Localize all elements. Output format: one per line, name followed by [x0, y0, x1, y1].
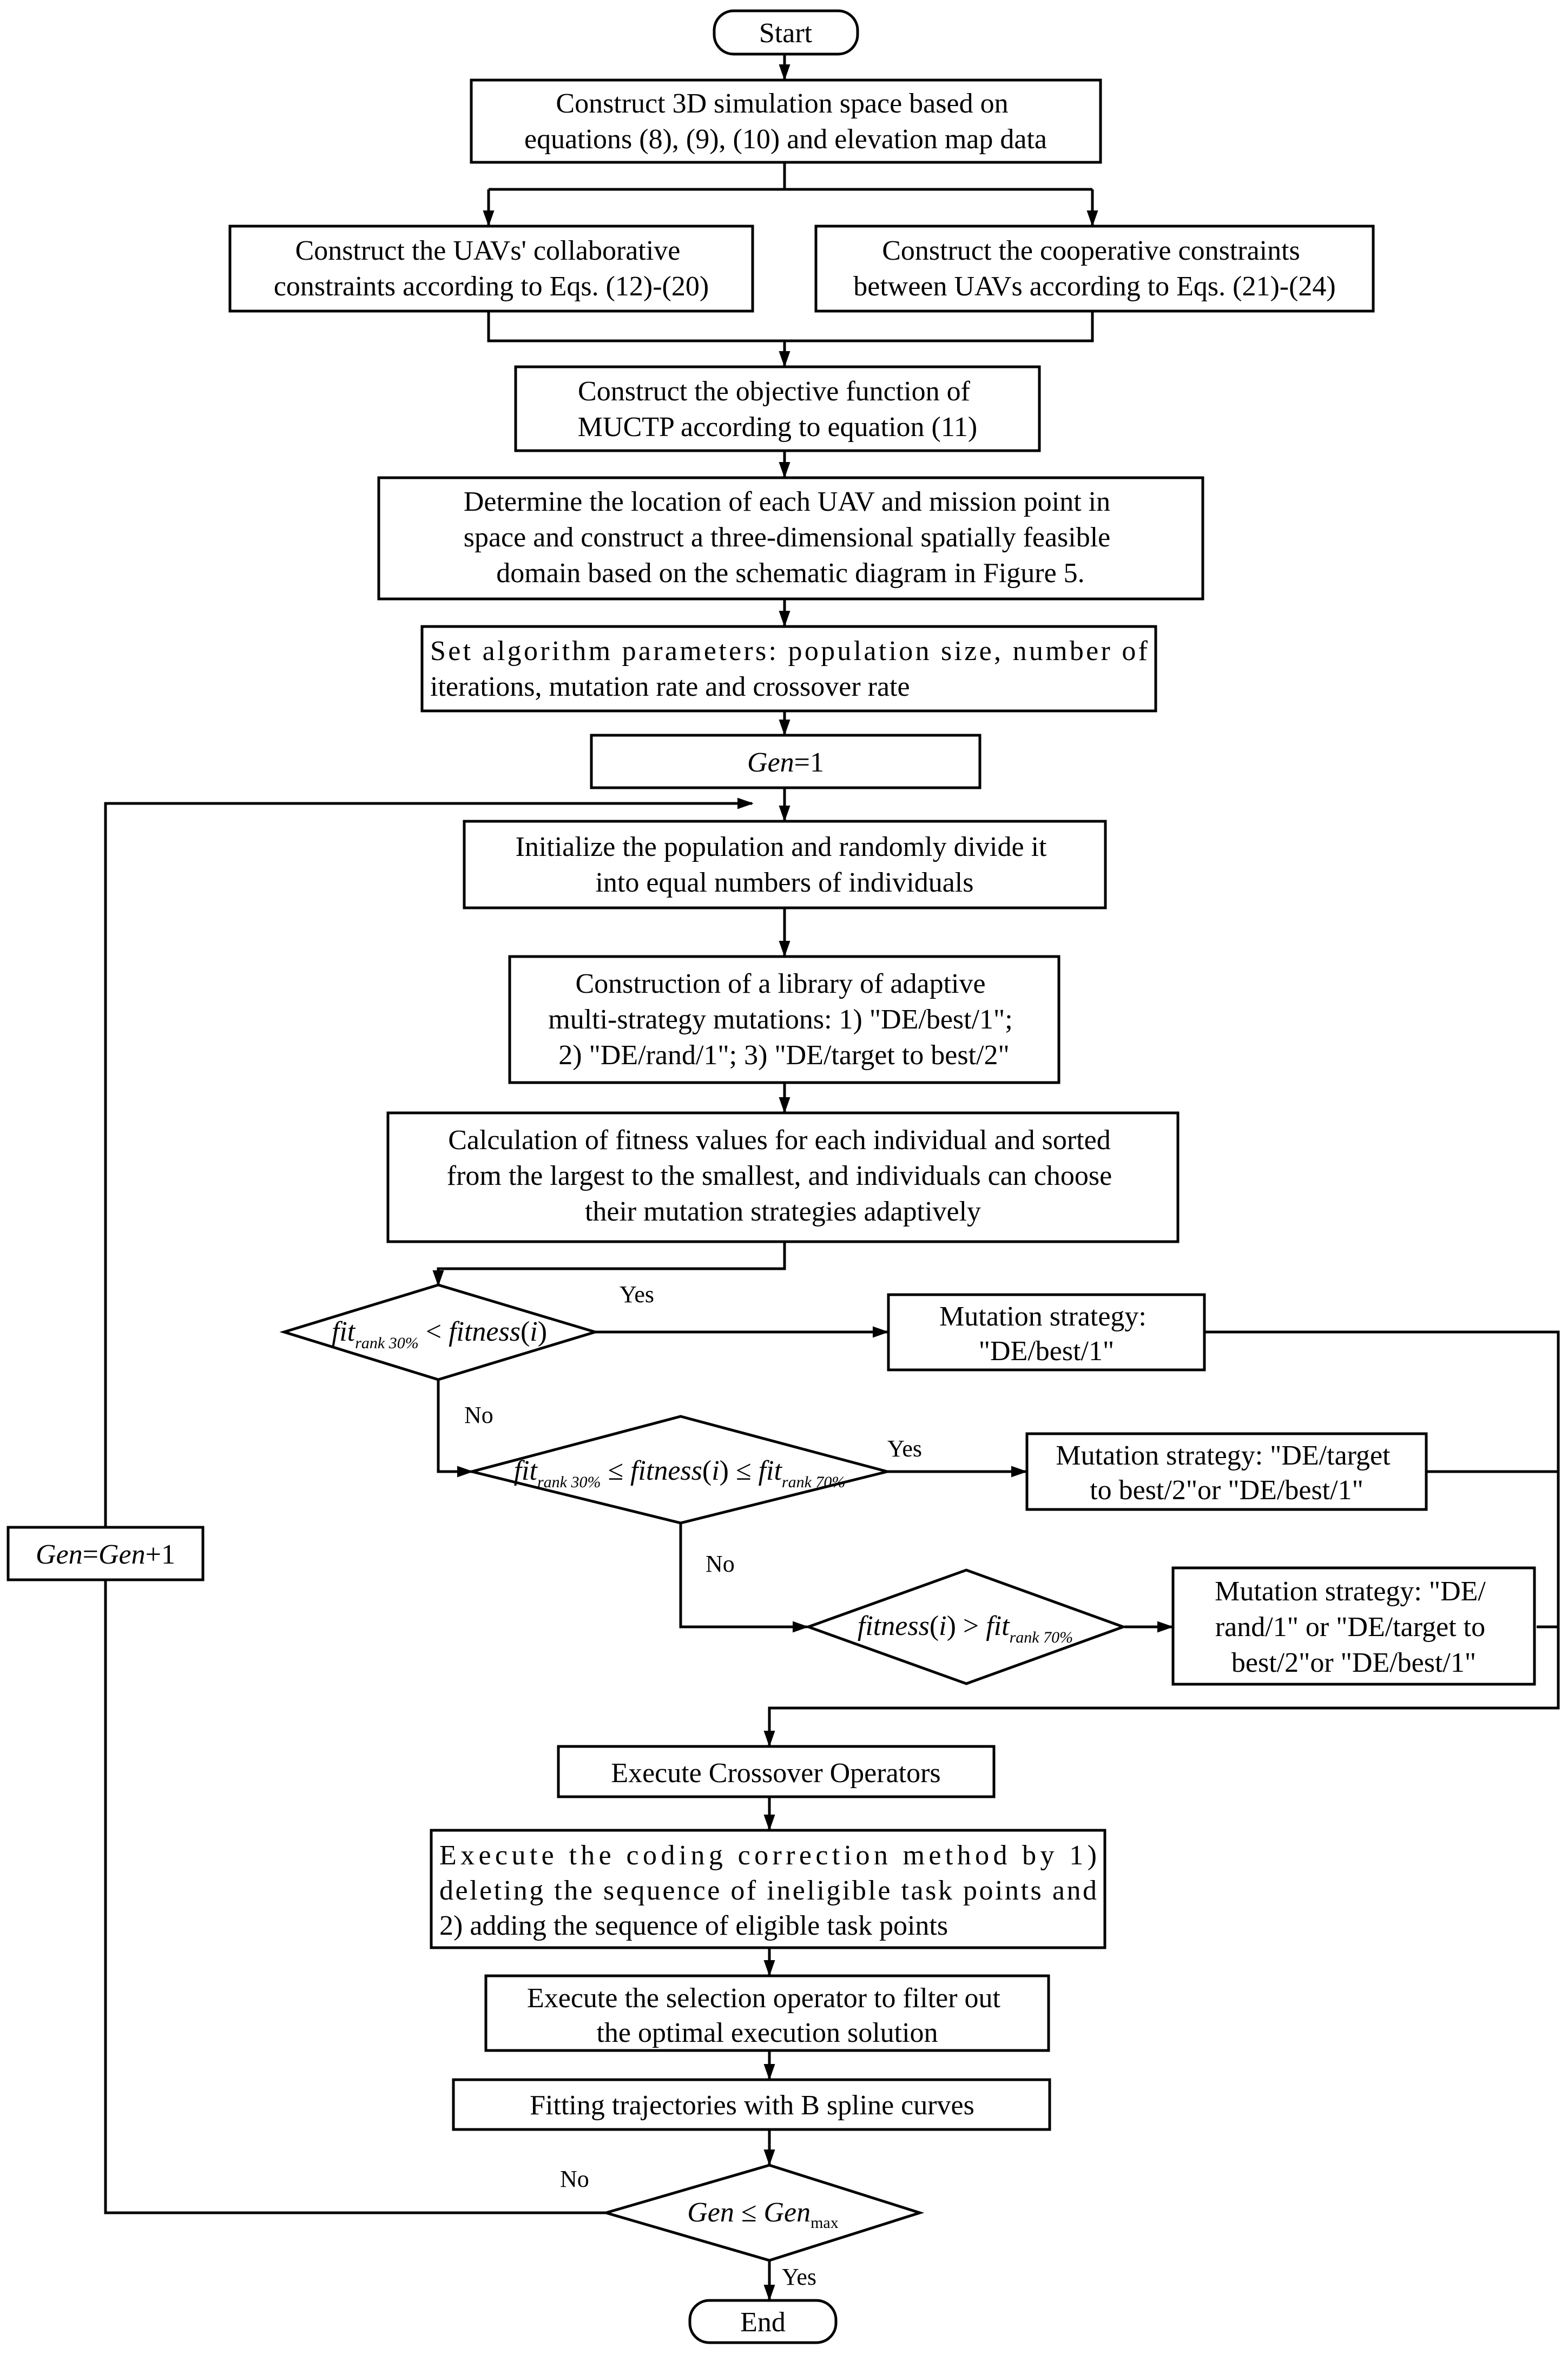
svg-text:Gen=1: Gen=1 — [747, 747, 824, 778]
svg-text:Initialize the population and: Initialize the population and randomly d… — [516, 832, 1054, 898]
svg-text:Mutation strategy: "DE/b: Mutation strategy: "DE/best/1" — [939, 1301, 1154, 1367]
node-objective: Construct the objective function of MUCT… — [514, 365, 1041, 452]
node-gen-init: Gen=1 — [590, 734, 981, 789]
svg-text:Mutation strategy: "DE/target: Mutation strategy: "DE/target to best/2"… — [1056, 1440, 1397, 1506]
node-space: Construct 3D simulation space based on e… — [470, 78, 1102, 164]
edge-labels: Yes No Yes No No Yes — [464, 1281, 922, 2290]
decision-d2: fitrank 30% ≤ fitness(i) ≤ fitrank 70% — [471, 1415, 888, 1525]
svg-text:Calculation of fitness values: Calculation of fitness values for each i… — [447, 1125, 1119, 1227]
collab-line-2: constraints according to Eqs. (12)-(20) — [274, 271, 709, 302]
crossover-label: Execute Crossover Operators — [611, 1758, 940, 1789]
label-d4-no: No — [560, 2166, 589, 2192]
init-pop-line-1: Initialize the population and randomly d… — [516, 832, 1047, 862]
bspline-label: Fitting trajectories with B spline curve… — [530, 2090, 974, 2121]
location-line-2: space and construct a three-dimensional … — [464, 522, 1111, 553]
coop-line-2: between UAVs according to Eqs. (21)-(24) — [853, 271, 1335, 302]
svg-text:Determine the location of each: Determine the location of each UAV and m… — [464, 486, 1118, 589]
selection-line-1: Execute the selection operator to filter… — [527, 1983, 1001, 2014]
node-selection: Execute the selection operator to filter… — [484, 1974, 1050, 2052]
label-d4-yes: Yes — [782, 2264, 816, 2290]
selection-line-2: the optimal execution solution — [596, 2017, 938, 2048]
library-line-3: 2) "DE/rand/1"; 3) "DE/target to best/2" — [558, 1040, 1009, 1071]
svg-text:Mutation strategy: "DE/: Mutation strategy: "DE/ rand/1" or "DE/t… — [1215, 1576, 1493, 1678]
location-line-1: Determine the location of each UAV and m… — [464, 486, 1110, 517]
decision-d4: Gen ≤ Genmax — [601, 2164, 925, 2262]
mut2-line-1: Mutation strategy: "DE/target — [1056, 1440, 1391, 1471]
svg-text:Construct 3D simulation space: Construct 3D simulation space based on e… — [524, 88, 1047, 155]
svg-text:Gen=Gen+1: Gen=Gen+1 — [36, 1539, 175, 1570]
svg-text:Construct the objective functi: Construct the objective function of MUCT… — [578, 376, 977, 443]
node-mut1: Mutation strategy: "DE/best/1" — [887, 1293, 1206, 1371]
svg-text:Construct the cooperative cons: Construct the cooperative constraints be… — [853, 235, 1335, 302]
node-params: Set algorithm parameters: population siz… — [420, 625, 1157, 713]
edge-merge — [487, 311, 1094, 342]
edge-space-split — [489, 162, 1092, 191]
node-gen-inc: Gen=Gen+1 — [6, 1526, 205, 1581]
mut1-line-1: Mutation strategy: — [939, 1301, 1147, 1332]
svg-text:fitrank 30% ≤ fitness(i) ≤ fit: fitrank 30% ≤ fitness(i) ≤ fitrank 70% — [514, 1455, 846, 1491]
mut3-line-3: best/2"or "DE/best/1" — [1231, 1647, 1476, 1678]
fitness-calc-line-2: from the largest to the smallest, and in… — [447, 1160, 1112, 1191]
gen-init-rest: =1 — [794, 747, 824, 778]
edge-d1-no — [437, 1380, 473, 1478]
node-mut2: Mutation strategy: "DE/target to best/2"… — [1025, 1432, 1428, 1511]
end-label: End — [740, 2307, 786, 2338]
edge-mut-collect — [768, 1330, 1560, 1745]
decision-d3: fitness(i) > fitrank 70% — [804, 1568, 1128, 1685]
svg-text:Construction of a library of a: Construction of a library of adaptive mu… — [548, 968, 1019, 1071]
coding-line-1: Execute the coding correction method by … — [439, 1840, 1097, 1871]
connectors — [104, 54, 1560, 2301]
gen-init-var: Gen — [747, 747, 794, 778]
svg-text:Execute the coding correcti: Execute the coding correction method by … — [439, 1840, 1108, 1941]
svg-text:fitrank 30% < fitness(i): fitrank 30% < fitness(i) — [332, 1316, 547, 1352]
node-crossover: Execute Crossover Operators — [557, 1745, 996, 1798]
mut2-line-2: to best/2"or "DE/best/1" — [1090, 1475, 1363, 1506]
label-d2-yes: Yes — [887, 1435, 922, 1462]
label-d2-no: No — [706, 1551, 735, 1577]
collab-line-1: Construct the UAVs' collaborative — [295, 235, 681, 266]
svg-text:Execute the selection operator: Execute the selection operator to filter… — [527, 1983, 1007, 2048]
edge-d2-no — [679, 1523, 809, 1633]
library-line-2: multi-strategy mutations: 1) "DE/best/1"… — [548, 1004, 1012, 1035]
node-collab: Construct the UAVs' collaborative constr… — [228, 225, 754, 313]
start-label: Start — [759, 18, 813, 49]
node-coding: Execute the coding correction method by … — [430, 1829, 1108, 1949]
node-init-pop: Initialize the population and randomly d… — [463, 820, 1107, 909]
coding-line-2: deleting the sequence of ineligible task… — [439, 1875, 1097, 1906]
node-coop: Construct the cooperative constraints be… — [814, 225, 1375, 313]
node-bspline: Fitting trajectories with B spline curve… — [452, 2078, 1051, 2131]
library-line-1: Construction of a library of adaptive — [575, 968, 985, 999]
node-mut3: Mutation strategy: "DE/ rand/1" or "DE/t… — [1171, 1566, 1536, 1686]
label-d1-no: No — [464, 1402, 493, 1428]
coding-line-3: 2) adding the sequence of eligible task … — [439, 1910, 948, 1941]
decision-d1: fitrank 30% < fitness(i) — [279, 1283, 600, 1381]
mut1-line-2: "DE/best/1" — [979, 1336, 1114, 1367]
mut3-line-1: Mutation strategy: "DE/ — [1215, 1576, 1486, 1607]
fitness-calc-line-1: Calculation of fitness values for each i… — [448, 1125, 1111, 1156]
objective-line-1: Construct the objective function of — [578, 376, 971, 407]
location-line-3: domain based on the schematic diagram in… — [496, 558, 1084, 589]
objective-line-2: MUCTP according to equation (11) — [578, 412, 977, 443]
edge-d4-no-loop — [104, 797, 754, 2214]
edge-fitness-d1 — [432, 1242, 786, 1287]
node-end: End — [688, 2299, 838, 2344]
space-line-2: equations (8), (9), (10) and elevation m… — [524, 124, 1047, 155]
svg-text:fitness(i) > fitrank 70%: fitness(i) > fitrank 70% — [858, 1611, 1073, 1646]
init-pop-line-2: into equal numbers of individuals — [595, 867, 973, 898]
params-line-2: iterations, mutation rate and crossover … — [430, 671, 910, 702]
fitness-calc-line-3: their mutation strategies adaptively — [585, 1196, 981, 1227]
coop-line-1: Construct the cooperative constraints — [882, 235, 1300, 266]
space-line-1: Construct 3D simulation space based on — [556, 88, 1008, 119]
svg-text:Construct the UAVs' collaborat: Construct the UAVs' collaborative constr… — [274, 235, 709, 302]
node-fitness-calc: Calculation of fitness values for each i… — [386, 1111, 1180, 1243]
svg-text:Gen ≤ Genmax: Gen ≤ Genmax — [687, 2197, 838, 2232]
node-location: Determine the location of each UAV and m… — [377, 476, 1204, 601]
node-start: Start — [713, 9, 859, 56]
mut3-line-2: rand/1" or "DE/target to — [1215, 1612, 1485, 1643]
node-library: Construction of a library of adaptive mu… — [508, 955, 1060, 1084]
label-d1-yes: Yes — [620, 1281, 654, 1308]
